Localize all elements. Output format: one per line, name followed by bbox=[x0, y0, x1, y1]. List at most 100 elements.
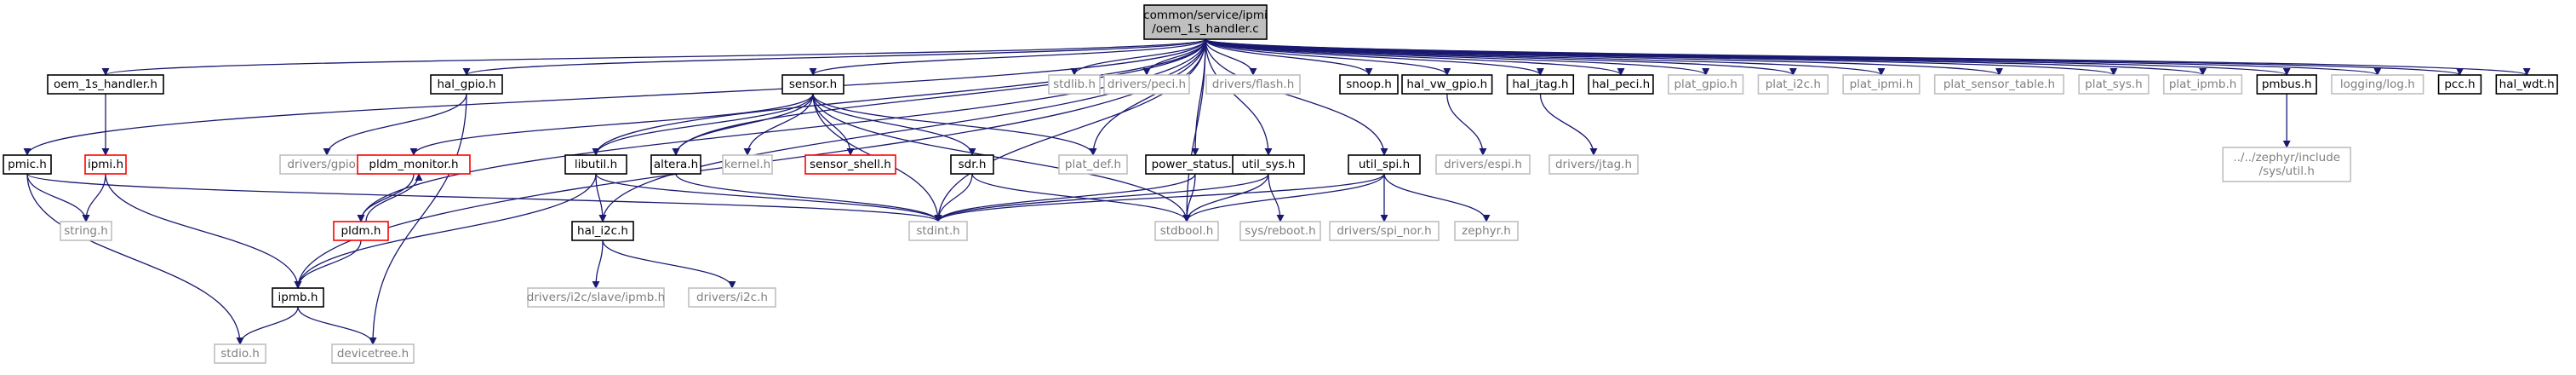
node-devicetree-label: devicetree.h bbox=[337, 347, 409, 361]
node-oem1s-box bbox=[47, 74, 164, 95]
node-hali2c-box bbox=[571, 221, 634, 241]
node-stdint-label: stdint.h bbox=[916, 224, 959, 238]
edge-libutil-to-ipmb bbox=[294, 173, 597, 289]
node-zephyr-box bbox=[1454, 221, 1519, 241]
node-sshell-box bbox=[804, 154, 896, 175]
node-stdbool-box bbox=[1154, 221, 1219, 241]
edge-root-to-pmic bbox=[23, 38, 1206, 156]
node-sshell[interactable]: sensor_shell.h bbox=[804, 154, 896, 175]
node-stdbool: stdbool.h bbox=[1154, 221, 1219, 241]
node-plati2c-box bbox=[1757, 74, 1829, 95]
node-platipmi: plat_ipmi.h bbox=[1842, 74, 1921, 95]
edge-root-to-altera bbox=[672, 38, 1206, 156]
node-stdlib-box bbox=[1048, 74, 1101, 95]
edge-libutil-to-hali2c bbox=[595, 173, 607, 222]
node-altera[interactable]: altera.h bbox=[650, 154, 701, 175]
node-libutil[interactable]: libutil.h bbox=[564, 154, 627, 175]
node-platgpio-label: plat_gpio.h bbox=[1674, 78, 1737, 91]
edge-root-to-platdef bbox=[1089, 38, 1206, 156]
edge-root-to-haljtag bbox=[1205, 38, 1544, 76]
node-pmbus[interactable]: pmbus.h bbox=[2256, 74, 2317, 95]
node-pldm[interactable]: pldm.h bbox=[333, 221, 389, 241]
node-sdr[interactable]: sdr.h bbox=[950, 154, 994, 175]
node-dpeci: drivers/peci.h bbox=[1103, 74, 1190, 95]
node-kernel-box bbox=[722, 154, 773, 175]
node-dflash-box bbox=[1205, 74, 1301, 95]
edge-root-to-halgpio bbox=[462, 38, 1206, 76]
node-pldmmon[interactable]: pldm_monitor.h bbox=[357, 154, 471, 175]
edge-root-to-platipmi bbox=[1205, 38, 1886, 76]
node-ipmb[interactable]: ipmb.h bbox=[272, 287, 324, 308]
node-utilspi-box bbox=[1348, 154, 1421, 175]
node-oem1s[interactable]: oem_1s_handler.h bbox=[47, 74, 164, 95]
node-root[interactable]: common/service/ipmi/oem_1s_handler.c bbox=[1143, 4, 1268, 40]
edge-root-to-halvw bbox=[1205, 38, 1451, 76]
edge-ipmb-to-stdio bbox=[236, 306, 299, 345]
node-halgpio[interactable]: hal_gpio.h bbox=[430, 74, 503, 95]
node-halvw-label: hal_vw_gpio.h bbox=[1406, 78, 1487, 91]
node-sysreboot-box bbox=[1239, 221, 1321, 241]
node-zutil: ../../zephyr/include/sys/util.h bbox=[2222, 147, 2352, 182]
node-root-label: /oem_1s_handler.c bbox=[1152, 22, 1258, 36]
node-halwdt[interactable]: hal_wdt.h bbox=[2495, 74, 2558, 95]
node-halpeci-box bbox=[1588, 74, 1654, 95]
edge-pmic-to-string bbox=[26, 173, 90, 222]
node-sysreboot-label: sys/reboot.h bbox=[1245, 224, 1315, 238]
edge-utilsys-to-sysreboot bbox=[1268, 173, 1285, 222]
node-haljtag-box bbox=[1506, 74, 1575, 95]
node-despi-label: drivers/espi.h bbox=[1444, 158, 1522, 171]
edge-altera-to-stdint bbox=[675, 173, 942, 222]
edge-sensor-to-altera bbox=[672, 93, 814, 156]
node-sdr-box bbox=[950, 154, 994, 175]
node-dflash: drivers/flash.h bbox=[1205, 74, 1301, 95]
node-platipmb-label: plat_ipmb.h bbox=[2169, 78, 2237, 91]
node-snoop[interactable]: snoop.h bbox=[1339, 74, 1399, 95]
node-zutil-label: ../../zephyr/include bbox=[2233, 151, 2340, 164]
node-dslave: drivers/i2c/slave/ipmb.h bbox=[527, 287, 665, 308]
edge-root-to-oem1s bbox=[101, 38, 1206, 76]
node-halvw[interactable]: hal_vw_gpio.h bbox=[1401, 74, 1493, 95]
node-utilsys-box bbox=[1232, 154, 1305, 175]
node-platsensor: plat_sensor_table.h bbox=[1933, 74, 2064, 95]
edge-sensor-to-platdef bbox=[812, 93, 1097, 156]
node-stdio-label: stdio.h bbox=[220, 347, 260, 361]
edge-root-to-hali2c bbox=[598, 38, 1206, 222]
node-utilsys[interactable]: util_sys.h bbox=[1232, 154, 1305, 175]
node-snoop-box bbox=[1339, 74, 1399, 95]
node-pcc-box bbox=[2437, 74, 2482, 95]
edge-ipmi-to-string bbox=[82, 173, 106, 222]
node-dspinor-box bbox=[1329, 221, 1440, 241]
node-ipmb-label: ipmb.h bbox=[278, 291, 318, 304]
node-sensor[interactable]: sensor.h bbox=[781, 74, 844, 95]
node-platsys: plat_sys.h bbox=[2078, 74, 2150, 95]
edge-root-to-stdlib bbox=[1070, 38, 1206, 76]
edge-root-to-snoop bbox=[1205, 38, 1373, 76]
node-ipmi[interactable]: ipmi.h bbox=[84, 154, 127, 175]
edge-root-to-platsys bbox=[1205, 38, 2118, 76]
node-dpeci-label: drivers/peci.h bbox=[1108, 78, 1186, 91]
node-dspinor: drivers/spi_nor.h bbox=[1329, 221, 1440, 241]
node-halpeci[interactable]: hal_peci.h bbox=[1588, 74, 1654, 95]
node-halpeci-label: hal_peci.h bbox=[1592, 78, 1650, 91]
edge-pldmmon-to-pldm bbox=[357, 173, 415, 222]
node-utilsys-label: util_sys.h bbox=[1241, 158, 1295, 171]
node-stdlib-label: stdlib.h bbox=[1053, 78, 1096, 91]
node-dslave-label: drivers/i2c/slave/ipmb.h bbox=[527, 291, 665, 304]
node-platsys-label: plat_sys.h bbox=[2085, 78, 2143, 91]
node-power[interactable]: power_status.h bbox=[1145, 154, 1245, 175]
node-libutil-label: libutil.h bbox=[575, 158, 617, 171]
edge-pmic-to-stdint bbox=[26, 173, 942, 222]
node-haljtag-label: hal_jtag.h bbox=[1512, 78, 1568, 91]
node-pmic[interactable]: pmic.h bbox=[3, 154, 52, 175]
edge-utilspi-to-stdbool bbox=[1182, 173, 1385, 222]
node-pmic-label: pmic.h bbox=[8, 158, 47, 171]
node-pcc[interactable]: pcc.h bbox=[2437, 74, 2482, 95]
node-logging: logging/log.h bbox=[2331, 74, 2424, 95]
node-djtag-box bbox=[1548, 154, 1639, 175]
node-dslave-box bbox=[527, 287, 665, 308]
node-pmbus-label: pmbus.h bbox=[2262, 78, 2312, 91]
node-haljtag[interactable]: hal_jtag.h bbox=[1506, 74, 1575, 95]
node-hali2c[interactable]: hal_i2c.h bbox=[571, 221, 634, 241]
node-platipmi-box bbox=[1842, 74, 1921, 95]
node-utilspi[interactable]: util_spi.h bbox=[1348, 154, 1421, 175]
